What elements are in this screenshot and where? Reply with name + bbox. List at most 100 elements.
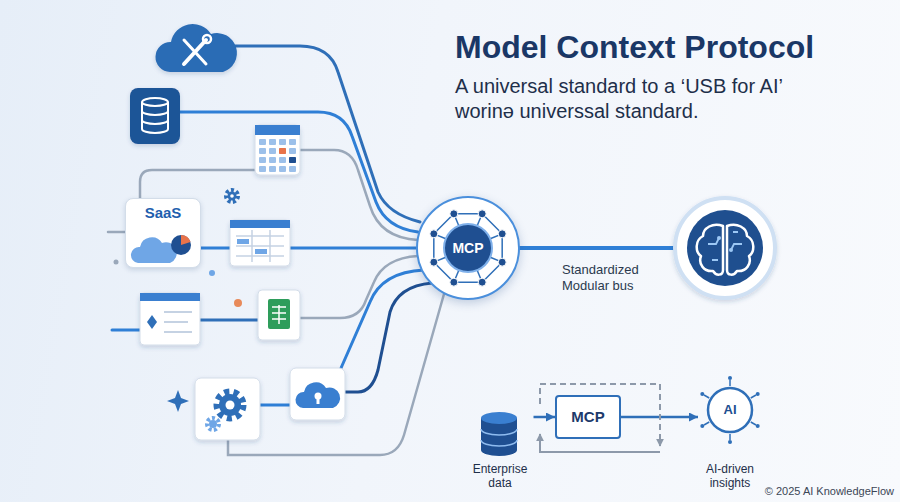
loop-line [540, 384, 660, 446]
calendar-cell [289, 157, 296, 163]
network-dot [498, 258, 506, 266]
wire [108, 231, 125, 234]
gear-card-icon [195, 378, 260, 440]
gear-body [209, 420, 217, 428]
node-text: MCP [557, 408, 619, 426]
cylinder-top [481, 412, 517, 424]
wire [200, 319, 258, 322]
database-icon [130, 88, 180, 144]
network-dot [450, 278, 458, 286]
wire [225, 46, 420, 222]
icon-card [140, 293, 200, 345]
wire [180, 112, 418, 232]
circuit-line [729, 380, 731, 386]
pie-chart [171, 235, 191, 255]
title: Model Context Protocol [455, 28, 814, 66]
saas-card: SaaS [125, 198, 201, 268]
circuit-dot [700, 392, 704, 396]
calendar-header [255, 125, 300, 135]
bus-line [520, 246, 675, 250]
circuit-dot [756, 392, 760, 396]
cylinder-bands [481, 429, 517, 446]
card-header [230, 220, 290, 228]
cylinder-top [142, 98, 168, 106]
pie-slice [181, 235, 191, 245]
mcp-hub: MCP [416, 196, 520, 300]
connector [534, 416, 556, 419]
icon-card [258, 290, 300, 340]
gear-teeth [226, 190, 238, 202]
network-dot [430, 230, 438, 238]
gear-body [228, 192, 237, 201]
circuit-dot [700, 424, 704, 428]
circuit-line [729, 434, 731, 440]
brain-disc [687, 210, 763, 286]
node-text: SaaS [126, 199, 200, 222]
circuit-line [704, 395, 709, 398]
icon-tile [130, 88, 180, 144]
card-header [140, 293, 200, 301]
calendar-grid [259, 139, 298, 172]
table-lines [236, 230, 284, 262]
circuit-line [751, 395, 756, 398]
circuit-dot [728, 440, 732, 444]
gear-teeth [207, 418, 219, 430]
accent-dot [209, 270, 215, 276]
screwdriver [184, 40, 206, 64]
database-node: Enterprise data [467, 396, 534, 494]
node-text: MCP [418, 240, 518, 257]
subtitle: A universal standard to a ‘USB for AI’ [455, 74, 783, 98]
wrench [184, 40, 206, 64]
gear-hole [230, 194, 234, 198]
icon-card [195, 378, 260, 440]
keyhole [317, 397, 320, 404]
cloud-lock-icon [290, 368, 345, 420]
watermark: © 2025 AI KnowledgeFlow [765, 485, 894, 498]
icon-card [230, 220, 290, 266]
accent-dot [234, 299, 242, 307]
cloud-shape [296, 382, 341, 408]
node-caption: AI-driven insights [698, 462, 762, 491]
bus-label: Standardized Modular bus [562, 262, 654, 293]
gear-body [219, 394, 241, 416]
sheet-lines [272, 305, 286, 324]
calendar-icon [255, 125, 300, 175]
cloud-shape [131, 237, 177, 263]
gear-icon [226, 190, 238, 202]
brain-lobe [697, 225, 723, 275]
circuit-dot [729, 248, 733, 252]
node-text: Enterprise data [467, 462, 534, 491]
circuit-line [751, 422, 756, 425]
network-dot [450, 210, 458, 218]
gear-teeth [217, 392, 243, 418]
cylinder-body [142, 102, 168, 133]
accent-dot [114, 260, 119, 265]
diamond-mark [147, 315, 157, 329]
calendar-cell [279, 148, 286, 154]
wire [300, 256, 418, 318]
brain-ring [675, 198, 775, 298]
icon-card [290, 368, 345, 420]
ai-node: AIAI-driven insights [698, 382, 762, 494]
sheet-doc-icon [258, 290, 300, 340]
circuit-dot [717, 236, 721, 240]
network-dot [430, 258, 438, 266]
cloud-tools-icon [155, 24, 236, 72]
table-cell [237, 239, 249, 244]
subtitle: worinə universsal standard. [455, 99, 698, 123]
brain-icon [675, 198, 775, 298]
list-card-icon [140, 293, 200, 345]
brain-circuit [708, 232, 742, 260]
cloud-shape [155, 24, 236, 72]
circuit-dot [756, 424, 760, 428]
wire [300, 150, 418, 240]
list-lines [164, 312, 192, 332]
table-cell [255, 249, 267, 254]
sparkle [167, 390, 189, 412]
wrench-head [203, 35, 211, 43]
circuit-line [704, 422, 709, 425]
wire [112, 329, 140, 332]
wire [140, 170, 255, 200]
circuit-dot [728, 376, 732, 380]
